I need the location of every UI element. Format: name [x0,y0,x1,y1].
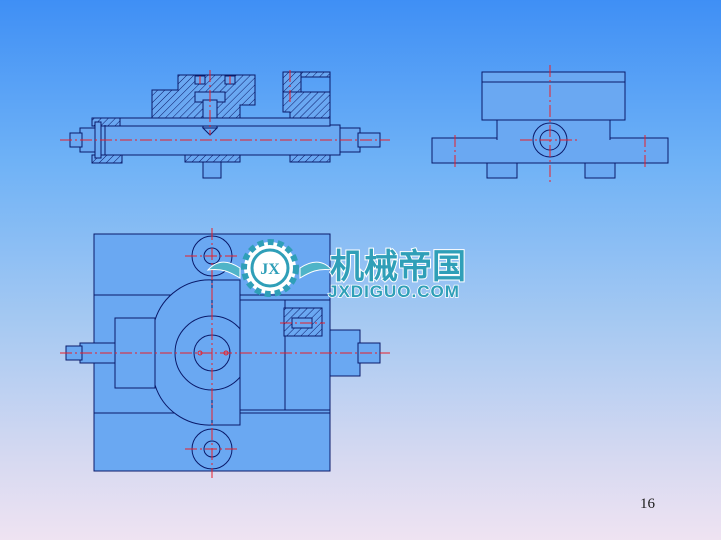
side-view [431,65,669,185]
top-view [60,228,390,478]
gear-icon [241,239,299,297]
wing-right-icon [299,261,334,279]
front-section-view [60,70,390,179]
logo: JX 机械帝国 JXDIGUO.COM [206,239,467,302]
logo-chinese-text: 机械帝国 [330,247,466,287]
wing-left-icon [206,261,241,279]
logo-emblem-letters: JX [260,261,280,278]
page-number: 16 [640,496,655,512]
logo-site-text: JXDIGUO.COM [328,282,460,301]
